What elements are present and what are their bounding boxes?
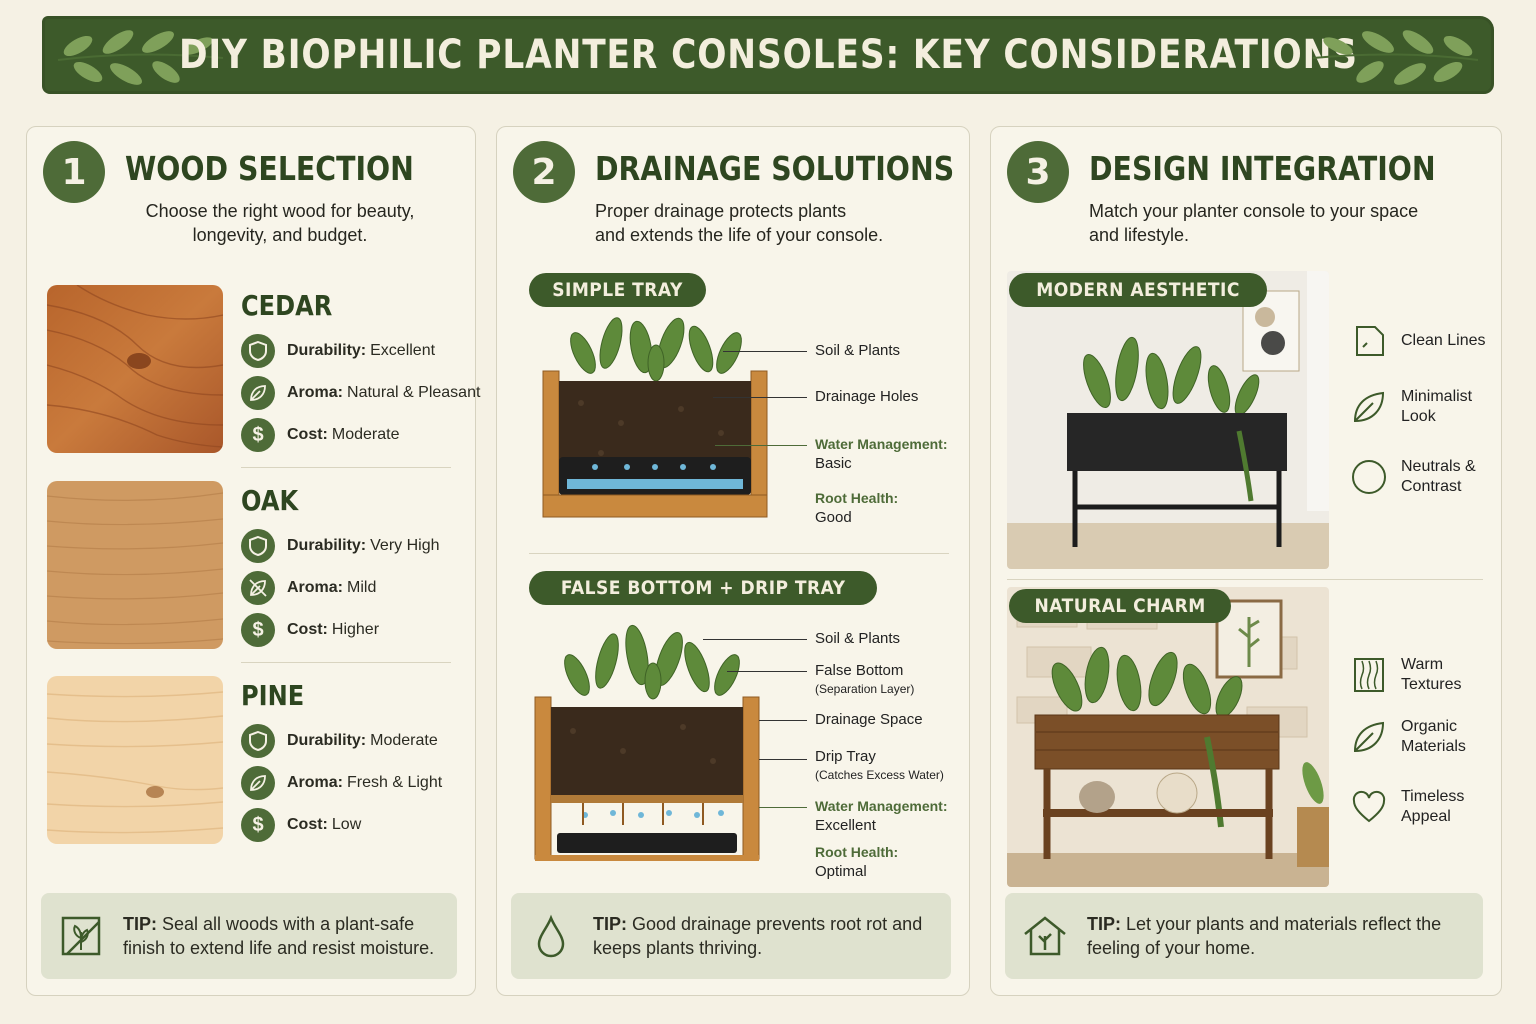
- tip-box: TIP: Let your plants and materials refle…: [1005, 893, 1483, 979]
- tip-box: TIP: Good drainage prevents root rot and…: [511, 893, 951, 979]
- leaf-icon: [241, 766, 275, 800]
- heart-icon: [1352, 790, 1386, 823]
- dollar-icon: $: [241, 418, 275, 452]
- leader-line: [715, 445, 807, 446]
- drainage-space-label: Drainage Space: [815, 711, 923, 728]
- leader-line: [713, 397, 807, 398]
- shield-icon: [241, 724, 275, 758]
- step-number: 3: [1007, 141, 1069, 203]
- oak-swatch: [47, 481, 223, 649]
- shield-icon: [241, 334, 275, 368]
- dollar-icon: $: [241, 808, 275, 842]
- natural-planter-image: [1007, 587, 1329, 887]
- water-management-label: Water Management:Basic: [815, 436, 948, 472]
- water-management-label: Water Management:Excellent: [815, 798, 948, 834]
- durability-attribute: Durability:Very High: [241, 528, 440, 564]
- leader-line: [759, 807, 807, 808]
- leader-line: [703, 639, 807, 640]
- panel-title: WOOD SELECTION: [125, 149, 414, 188]
- leader-line: [759, 720, 807, 721]
- simple-tray-diagram: [542, 317, 768, 518]
- panel-subtitle: Choose the right wood for beauty, longev…: [145, 201, 415, 245]
- circle-icon: [1352, 460, 1386, 494]
- panel-title: DESIGN INTEGRATION: [1089, 149, 1436, 188]
- false-bottom-label: FALSE BOTTOM + DRIP TRAY: [529, 571, 878, 605]
- root-health-label: Root Health:Good: [815, 490, 899, 526]
- leaf-icon: [241, 376, 275, 410]
- header-banner: DIY BIOPHILIC PLANTER CONSOLES: KEY CONS…: [42, 16, 1494, 94]
- soil-plants-label: Soil & Plants: [815, 630, 901, 647]
- leaves-decoration-right-icon: [1312, 30, 1479, 85]
- feature-item: Clean Lines: [1351, 323, 1486, 359]
- wood-name: OAK: [241, 484, 299, 517]
- pine-swatch: [47, 676, 223, 844]
- wood-texture-icon: [1354, 658, 1384, 692]
- tip-text: TIP: Seal all woods with a plant-safe fi…: [123, 914, 435, 958]
- panel-title: DRAINAGE SOLUTIONS: [595, 149, 955, 188]
- divider: [1007, 579, 1483, 580]
- modern-planter-image: [1007, 271, 1329, 569]
- tip-box: TIP: Seal all woods with a plant-safe fi…: [41, 893, 457, 979]
- step-number: 1: [43, 141, 105, 203]
- panel-subtitle: Match your planter console to your space…: [1089, 201, 1419, 245]
- cost-attribute: $ Cost:Moderate: [241, 417, 399, 453]
- feature-item: Neutrals &Contrast: [1351, 457, 1476, 497]
- natural-charm-label: NATURAL CHARM: [1009, 589, 1232, 623]
- step-number: 2: [513, 141, 575, 203]
- root-health-label: Root Health:Optimal: [815, 844, 899, 880]
- drainage-solutions-panel: 2 DRAINAGE SOLUTIONS Proper drainage pro…: [496, 126, 970, 996]
- divider: [529, 553, 949, 554]
- panel-subtitle: Proper drainage protects plants and exte…: [595, 201, 884, 245]
- design-integration-panel: 3 DESIGN INTEGRATION Match your planter …: [990, 126, 1502, 996]
- aroma-attribute: Aroma:Mild: [241, 570, 376, 606]
- clean-lines-icon: [1356, 326, 1384, 356]
- simple-tray-label: SIMPLE TRAY: [529, 273, 707, 307]
- wood-name: CEDAR: [241, 289, 333, 322]
- cost-attribute: $ Cost:Higher: [241, 612, 379, 648]
- wood-selection-panel: 1 WOOD SELECTION Choose the right wood f…: [26, 126, 480, 996]
- plant-frame-icon: [61, 916, 101, 956]
- page-title: DIY BIOPHILIC PLANTER CONSOLES: KEY CONS…: [178, 32, 1358, 78]
- modern-aesthetic-label: MODERN AESTHETIC: [1009, 273, 1268, 307]
- leaf-slashed-icon: [241, 571, 275, 605]
- leaves-decoration-left-icon: [57, 30, 224, 85]
- durability-attribute: Durability:Moderate: [241, 723, 438, 759]
- tip-text: TIP: Good drainage prevents root rot and…: [593, 914, 923, 958]
- tip-text: TIP: Let your plants and materials refle…: [1087, 914, 1442, 958]
- wood-name: PINE: [241, 679, 305, 712]
- water-drop-icon: [537, 914, 565, 958]
- shield-icon: [241, 529, 275, 563]
- home-plant-icon: [1024, 916, 1066, 956]
- cedar-swatch: [47, 285, 223, 453]
- aroma-attribute: Aroma:Fresh & Light: [241, 765, 442, 801]
- false-bottom-text: False Bottom(Separation Layer): [815, 662, 915, 696]
- leader-line: [727, 671, 807, 672]
- divider: [241, 467, 451, 468]
- divider: [241, 662, 451, 663]
- aroma-attribute: Aroma:Natural & Pleasant: [241, 375, 480, 411]
- drip-tray-label: Drip Tray(Catches Excess Water): [815, 748, 944, 782]
- durability-attribute: Durability:Excellent: [241, 333, 435, 369]
- false-bottom-diagram: [534, 624, 760, 861]
- drainage-holes-label: Drainage Holes: [815, 388, 919, 405]
- leaf-outline-icon: [1353, 391, 1385, 423]
- cost-attribute: $ Cost:Low: [241, 807, 361, 843]
- leader-line: [759, 759, 807, 760]
- leaf-outline-icon: [1353, 721, 1385, 753]
- feature-item: Warm Textures: [1351, 655, 1501, 695]
- leader-line: [723, 351, 807, 352]
- soil-plants-label: Soil & Plants: [815, 342, 901, 359]
- dollar-icon: $: [241, 613, 275, 647]
